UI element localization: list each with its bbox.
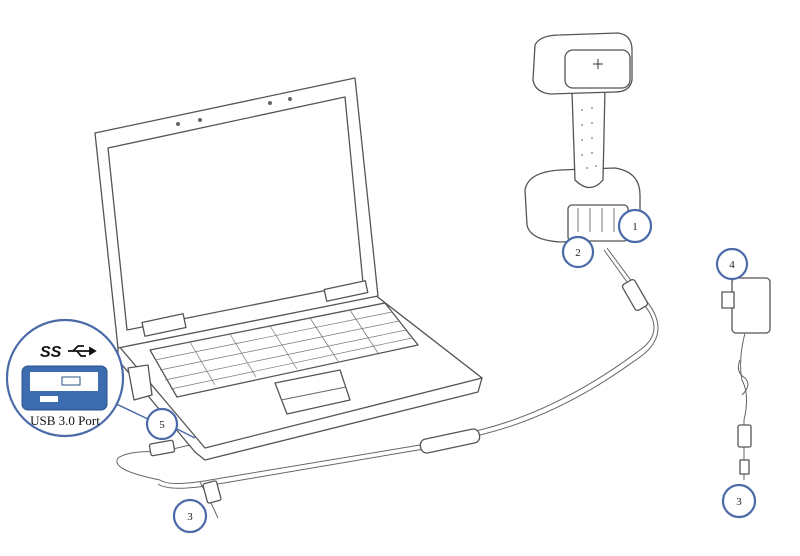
callout-5: 5 (145, 407, 179, 441)
usb-trident-icon (68, 345, 97, 357)
callout-3-cable: 3 (172, 498, 208, 534)
svg-text:3: 3 (187, 511, 193, 523)
usb-port-inset: SS USB 3.0 Port (5, 318, 196, 439)
callout-4: 4 (715, 247, 749, 281)
usb-port-label: USB 3.0 Port (30, 413, 100, 428)
superspeed-logo-text: SS (40, 344, 62, 361)
svg-text:4: 4 (729, 259, 735, 271)
callout-1: 1 (617, 208, 653, 244)
svg-text:5: 5 (159, 419, 165, 431)
callout-3-adapter: 3 (721, 483, 757, 519)
callout-2: 2 (561, 235, 595, 269)
svg-text:2: 2 (575, 247, 581, 259)
scanner-illustration (524, 32, 641, 243)
svg-text:3: 3 (736, 496, 742, 508)
svg-text:1: 1 (632, 221, 638, 233)
laptop-illustration (94, 77, 483, 461)
power-adapter-illustration (721, 277, 771, 480)
scanner-cable (116, 247, 659, 519)
